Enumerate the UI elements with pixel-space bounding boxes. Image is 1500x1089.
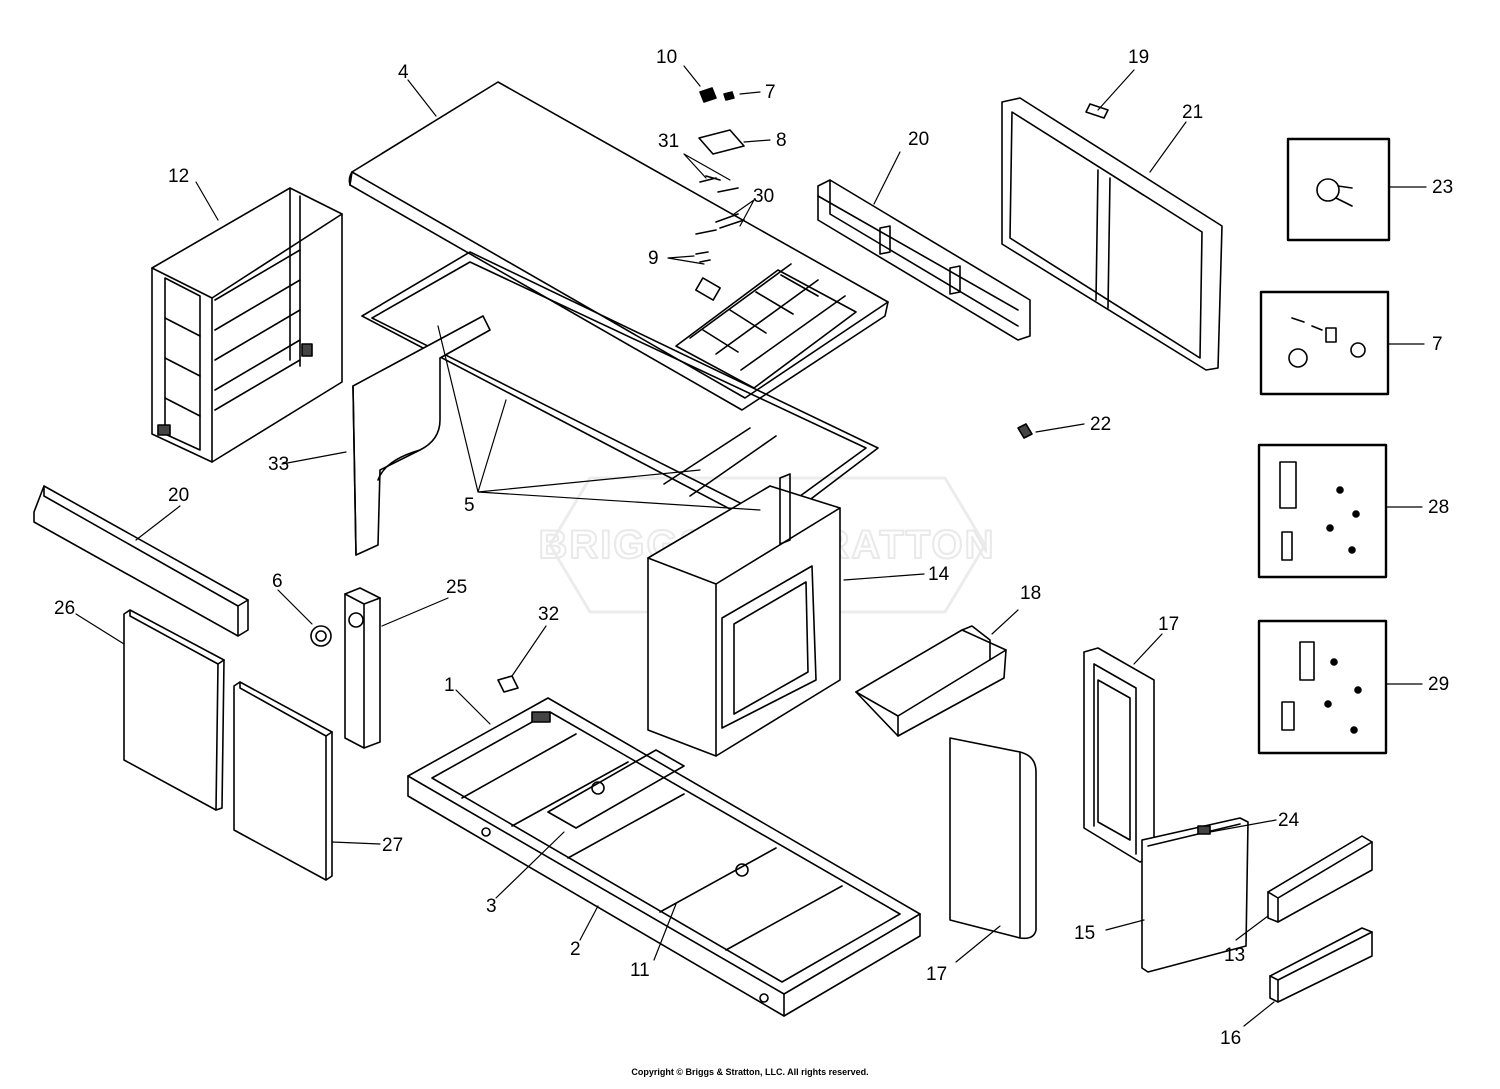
part-bracket-32 xyxy=(497,675,519,693)
inset-box-28 xyxy=(1257,443,1388,579)
part-door-right xyxy=(233,681,333,881)
callout-5: 5 xyxy=(464,495,475,516)
part-base-frame xyxy=(407,697,921,1017)
callout-4: 4 xyxy=(398,62,409,83)
callout-16: 16 xyxy=(1220,1028,1241,1049)
callout-17-upper: 17 xyxy=(1158,614,1179,635)
callout-7-inset: 7 xyxy=(1432,334,1443,355)
part-shelf-rack xyxy=(151,187,343,463)
part-door-frame xyxy=(1001,97,1223,371)
callout-32: 32 xyxy=(538,604,559,625)
callout-8: 8 xyxy=(776,130,787,151)
part-tray xyxy=(855,625,1007,737)
callout-9: 9 xyxy=(648,248,659,269)
part-roof-panel xyxy=(348,81,889,411)
part-small-hardware xyxy=(695,87,745,263)
part-bracket-16 xyxy=(1269,927,1373,1003)
callout-20-right: 20 xyxy=(908,129,929,150)
callout-1: 1 xyxy=(444,675,455,696)
callout-2: 2 xyxy=(570,939,581,960)
inset-box-23 xyxy=(1286,137,1391,242)
part-clip-22 xyxy=(1017,423,1033,439)
part-column xyxy=(344,587,381,749)
callout-29: 29 xyxy=(1428,674,1449,695)
part-corner-panel xyxy=(949,737,1037,940)
callout-21: 21 xyxy=(1182,102,1203,123)
callout-22: 22 xyxy=(1090,414,1111,435)
callout-28: 28 xyxy=(1428,497,1449,518)
callout-19: 19 xyxy=(1128,47,1149,68)
callout-14: 14 xyxy=(928,564,950,585)
part-door-left xyxy=(123,609,225,811)
callout-30: 30 xyxy=(753,186,774,207)
part-door-panel xyxy=(1141,817,1249,973)
callout-7: 7 xyxy=(765,82,776,103)
callout-labels: 4 10 7 8 31 30 9 12 20 19 21 23 7 22 33 … xyxy=(54,47,1453,1049)
inset-box-7 xyxy=(1259,290,1390,396)
part-bracket-13 xyxy=(1267,835,1373,923)
callout-6: 6 xyxy=(272,571,283,592)
part-center-enclosure xyxy=(647,473,841,757)
callout-10: 10 xyxy=(656,47,677,68)
part-side-panel xyxy=(352,315,491,556)
part-rail-right xyxy=(817,179,1031,341)
copyright-notice: Copyright © Briggs & Stratton, LLC. All … xyxy=(631,1067,869,1077)
callout-26: 26 xyxy=(54,598,75,619)
leader-lines xyxy=(75,65,1427,1027)
callout-3: 3 xyxy=(486,896,497,917)
callout-23: 23 xyxy=(1432,177,1453,198)
part-side-frame xyxy=(1083,647,1155,863)
callout-13: 13 xyxy=(1224,945,1245,966)
callout-12: 12 xyxy=(168,166,189,187)
callout-33: 33 xyxy=(268,454,289,475)
callout-25: 25 xyxy=(446,577,467,598)
inset-box-29 xyxy=(1257,619,1388,755)
callout-31: 31 xyxy=(658,131,679,152)
part-filter-frames xyxy=(361,251,879,531)
callout-24: 24 xyxy=(1278,810,1300,831)
part-rail-left xyxy=(33,485,249,637)
callout-15: 15 xyxy=(1074,923,1095,944)
callout-27: 27 xyxy=(382,835,403,856)
callout-18: 18 xyxy=(1020,583,1041,604)
callout-20-left: 20 xyxy=(168,485,189,506)
callout-11: 11 xyxy=(630,960,650,981)
part-fan-grill xyxy=(310,625,332,647)
callout-17-lower: 17 xyxy=(926,964,947,985)
